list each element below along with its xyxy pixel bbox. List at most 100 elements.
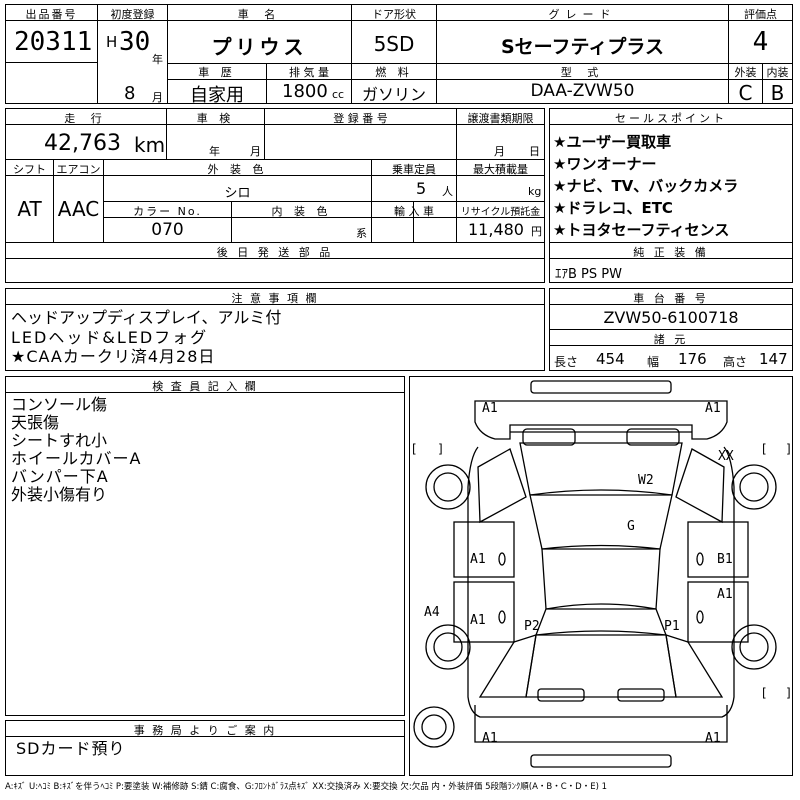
- svg-text:]: ]: [786, 442, 791, 456]
- fuel: ガソリン: [361, 85, 426, 104]
- legend-text: A:ｷｽﾞ U:ﾍｺﾐ B:ｷｽﾞを伴うﾍｺﾐ P:要塗装 W:補修跡 S:錆 …: [5, 782, 608, 792]
- recycle-unit: 円: [531, 225, 542, 238]
- sales-point: ★ワンオーナー: [553, 155, 657, 173]
- inspector-line: シートすれ小: [11, 431, 108, 450]
- fuel-label: 燃 料: [375, 66, 413, 79]
- displacement: 1800: [282, 81, 328, 102]
- inspector-line: 天張傷: [11, 413, 60, 432]
- score: 4: [752, 27, 769, 57]
- plate-label: 登 録 番 号: [333, 112, 388, 125]
- inspector-box: 検 査 員 記 入 欄 コンソール傷 天張傷 シートすれ小 ホイールカバーA バ…: [5, 376, 405, 716]
- displacement-label: 排 気 量: [289, 66, 329, 79]
- inspector-line: バンパー下A: [11, 467, 109, 486]
- sales-label: セールスポイント: [615, 112, 727, 125]
- length-label: 長さ: [554, 355, 579, 369]
- grade-label: グレード: [548, 8, 617, 21]
- svg-text:[: [: [762, 442, 767, 456]
- inspection-label: 車 検: [196, 112, 235, 125]
- ext-label: 外装: [734, 66, 757, 79]
- door-type: 5SD: [373, 32, 415, 56]
- inspection-year-unit: 年: [209, 145, 220, 158]
- int-color-unit: 系: [356, 227, 367, 240]
- int-grade: B: [770, 81, 785, 105]
- inspector-line: 外装小傷有り: [11, 485, 108, 504]
- chassis-box: 車 台 番 号 ZVW50-6100718 諸 元 長さ 454 幅 176 高…: [549, 288, 793, 371]
- sales-point: ★ドラレコ、ETC: [553, 199, 673, 217]
- damage-mark: A4: [424, 605, 440, 620]
- svg-text:]: ]: [438, 442, 443, 456]
- height-label: 高さ: [723, 355, 748, 369]
- chassis-label: 車 台 番 号: [633, 292, 709, 305]
- color-no: 070: [151, 220, 184, 240]
- import-label: 輸 入 車: [394, 205, 434, 218]
- model-label: 型 式: [560, 66, 605, 79]
- damage-mark: XX: [718, 449, 734, 464]
- seats: 5: [416, 179, 427, 198]
- svg-text:]: ]: [786, 686, 791, 700]
- damage-mark: A1: [705, 401, 721, 416]
- sales-point-box: セールスポイント ★ユーザー買取車 ★ワンオーナー ★ナビ、TV、バックカメラ …: [549, 108, 793, 283]
- name-label: 車 名: [237, 8, 282, 21]
- ac-label: エアコン: [56, 163, 101, 176]
- mileage-unit: km: [134, 133, 166, 157]
- damage-mark: P2: [524, 619, 540, 634]
- equip-label: 純 正 装 備: [633, 246, 709, 259]
- color-label: 外 装 色: [207, 163, 268, 176]
- int-label: 内装: [766, 66, 789, 79]
- length: 454: [596, 350, 625, 368]
- damage-mark: G: [627, 519, 635, 534]
- color-no-label: カラー No.: [133, 205, 202, 218]
- ext-grade: C: [738, 81, 753, 105]
- office-box: 事 務 局 よ り ご 案 内 SDカード預り: [5, 720, 405, 776]
- recycle-label: リサイクル預託金: [460, 207, 541, 218]
- recycle: 11,480: [468, 220, 524, 239]
- equipment: ｴｱB PS PW: [555, 267, 622, 282]
- svg-text:[: [: [762, 686, 767, 700]
- door-label: ドア形状: [372, 8, 416, 21]
- damage-diagram-box: [ ] [ ] [ ] A1 A1 XX W2 G A1 B1 A1 A4 A1…: [409, 376, 793, 776]
- caution-label: 注 意 事 項 欄: [231, 292, 319, 305]
- damage-mark: B1: [717, 552, 733, 567]
- caution-box: 注 意 事 項 欄 ヘッドアップディスプレイ、アルミ付 LEDヘッド&LEDフォ…: [5, 288, 545, 371]
- doc-label: 譲渡書類期限: [467, 112, 534, 125]
- damage-mark: A1: [482, 401, 498, 416]
- doc-month-unit: 月: [494, 145, 505, 158]
- height: 147: [759, 350, 788, 368]
- inspection-month-unit: 月: [250, 145, 261, 158]
- later-label: 後 日 発 送 部 品: [216, 246, 334, 259]
- shift: AT: [17, 197, 42, 221]
- header-box: 出品番号 20311 初度登録 H 30 年 8 月 車 名 プリウス ドア形状…: [5, 4, 793, 106]
- load-unit: kg: [528, 185, 542, 198]
- damage-mark: A1: [470, 552, 486, 567]
- mileage-label: 走 行: [64, 112, 108, 125]
- reg-month-unit: 月: [152, 91, 163, 104]
- svg-text:[: [: [412, 442, 417, 456]
- shift-label: シフト: [13, 163, 46, 176]
- reg-era: H: [106, 33, 118, 51]
- ac: AAC: [57, 197, 100, 221]
- caution-line: ヘッドアップディスプレイ、アルミ付: [11, 308, 282, 327]
- history: 自家用: [190, 85, 244, 106]
- width-label: 幅: [647, 355, 660, 369]
- color: シロ: [224, 186, 251, 201]
- load-label: 最大積載量: [473, 163, 528, 176]
- reg-year-unit: 年: [152, 53, 163, 66]
- caution-line: LEDヘッド&LEDフォグ: [11, 328, 209, 347]
- width: 176: [678, 350, 707, 368]
- damage-mark: W2: [638, 473, 654, 488]
- car-name: プリウス: [211, 35, 308, 59]
- caution-line: ★CAAカークリ済4月28日: [11, 347, 216, 366]
- reg-label: 初度登録: [110, 8, 155, 21]
- seats-unit: 人: [442, 185, 453, 198]
- lot-number: 20311: [14, 27, 93, 57]
- sales-point: ★トヨタセーフティセンス: [553, 221, 730, 239]
- chassis-number: ZVW50-6100718: [603, 308, 739, 327]
- model: DAA-ZVW50: [530, 81, 635, 101]
- sales-point: ★ユーザー買取車: [553, 133, 672, 151]
- damage-mark: A1: [717, 587, 733, 602]
- car-outline-diagram: [ ] [ ] [ ]: [412, 380, 791, 768]
- reg-month: 8: [124, 83, 136, 104]
- lot-label: 出品番号: [25, 8, 78, 21]
- office-text: SDカード預り: [16, 739, 126, 758]
- dims-label: 諸 元: [653, 333, 689, 346]
